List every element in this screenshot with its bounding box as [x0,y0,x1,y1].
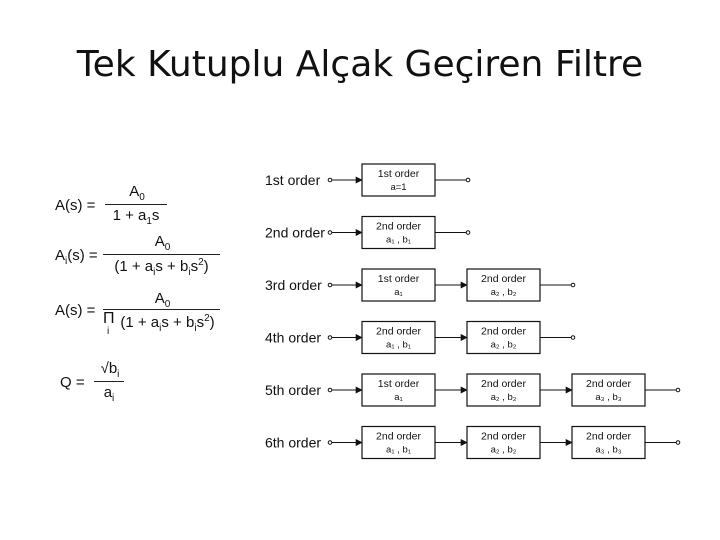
filter-stage-block [466,373,541,407]
row-label-5: 5th order [265,382,321,398]
stage-coefficients: a₃ , b₃ [595,392,621,403]
stage-coefficients: a₁ [394,287,403,298]
eq2-numerator: A0 [154,233,171,253]
output-terminal [675,387,681,393]
eq1-numerator: A0 [129,183,145,203]
stage-coefficients: a₂ , b₂ [491,445,517,456]
filter-stage-block [466,268,541,302]
stage-order-label: 2nd order [586,431,631,443]
eq2-fraction-bar [103,254,220,255]
input-terminal [327,387,333,393]
stage-coefficients: a₁ [394,392,403,403]
filter-stage-block [466,320,541,355]
filter-stage-block [361,163,436,197]
input-terminal [327,440,333,445]
eq4-lhs: Q = [60,374,85,391]
eq1-denominator: 1 + a1s [112,207,160,227]
filter-stage-block [361,268,436,302]
stage-coefficients: a=1 [390,182,406,193]
eq2-lhs: Ai(s) = [55,247,98,267]
input-terminal [327,335,333,340]
filter-stage-block [361,215,436,250]
filter-stage-block [466,425,541,460]
row-label-2: 2nd order [265,225,325,241]
input-terminal [327,177,333,183]
stage-order-label: 2nd order [481,273,526,285]
transfer-function-second-order-stage: Ai(s) = A0 (1 + ais + bis2) [55,233,225,278]
stage-order-label: 2nd order [481,326,526,338]
output-terminal [465,230,471,235]
stage-order-label: 2nd order [376,431,421,443]
filter-stage-block [361,425,436,460]
eq4-fraction-bar [94,381,124,382]
stage-coefficients: a₁ , b₁ [386,340,411,351]
stage-order-label: 2nd order [481,378,526,390]
eq3-lhs: A(s) = [55,302,96,319]
row-label-3: 3rd order [265,277,322,293]
eq3-product-symbol: Π [103,310,115,327]
eq4-denominator: ai [103,384,115,404]
stage-coefficients: a₂ , b₂ [491,287,517,298]
stage-order-label: 2nd order [586,378,631,390]
filter-stage-block [361,373,436,407]
output-terminal [570,282,576,288]
eq3-product-index: i [107,326,110,337]
eq2-denominator: (1 + ais + bis2) [114,257,209,278]
slide-title: Tek Kutuplu Alçak Geçiren Filtre [76,44,644,85]
transfer-function-first-order: A(s) = A0 1 + a1s [55,183,175,228]
row-label-6: 6th order [265,435,321,451]
eq3-fraction-bar [103,309,220,310]
output-terminal [465,177,471,183]
transfer-function-cascade-product: A(s) = A0 Π i (1 + ais + bis2) [55,290,225,342]
row-label-1: 1st order [265,172,321,188]
eq1-fraction-bar [105,204,167,205]
stage-coefficients: a₁ , b₁ [386,445,411,456]
stage-coefficients: a₂ , b₂ [491,392,517,403]
eq3-numerator: A0 [154,290,171,310]
output-terminal [570,335,576,340]
stage-coefficients: a₁ , b₁ [386,235,411,246]
input-terminal [327,230,333,235]
filter-stage-block [571,373,646,407]
input-terminal [327,282,333,288]
stage-coefficients: a₃ , b₃ [595,445,621,456]
stage-order-label: 1st order [378,378,420,390]
stage-order-label: 2nd order [376,221,421,233]
quality-factor-equation: Q = √bi ai [60,360,140,408]
stage-coefficients: a₂ , b₂ [491,340,517,351]
output-terminal [675,440,681,445]
stage-order-label: 2nd order [376,326,421,338]
eq1-lhs: A(s) = [55,197,96,214]
stage-order-label: 2nd order [481,431,526,443]
eq4-numerator: √bi [100,360,120,380]
stage-order-label: 1st order [378,273,420,285]
filter-stage-block [571,425,646,460]
row-label-4: 4th order [265,330,321,346]
eq3-denominator: (1 + ais + bis2) [120,313,215,334]
stage-order-label: 1st order [378,168,420,180]
